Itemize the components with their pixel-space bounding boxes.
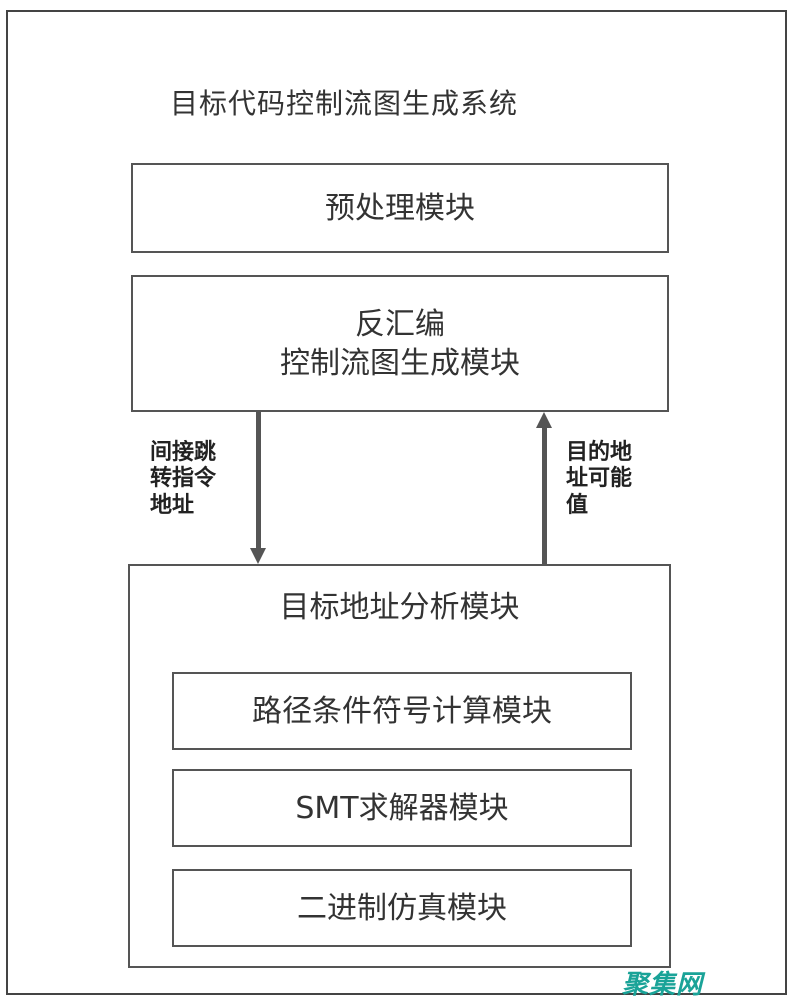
arrow-down-icon [250,548,266,564]
preprocess-module: 预处理模块 [131,163,669,253]
label-line: 址可能 [566,466,633,492]
target-address-label: 目的地 址可能 值 [566,440,646,519]
indirect-jump-label: 间接跳 转指令 地址 [150,440,230,519]
label-line: 目的地 [566,440,633,465]
indirect-jump-arrow [256,412,261,552]
label-line: 值 [566,492,589,518]
disasm-label-line2: 控制流图生成模块 [280,345,520,381]
watermark: 聚集网 [622,970,704,1000]
label-line: 地址 [150,492,195,518]
label-line: 转指令 [150,466,217,492]
submodule-label: 路径条件符号计算模块 [252,693,552,729]
disasm-label-line1: 反汇编 [355,306,445,342]
smt-solver-module: SMT求解器模块 [172,769,632,847]
target-address-analysis-module: 目标地址分析模块 路径条件符号计算模块 SMT求解器模块 二进制仿真模块 [128,564,671,968]
submodule-label: SMT求解器模块 [295,790,509,826]
arrow-up-icon [536,412,552,428]
submodule-label: 二进制仿真模块 [297,890,507,926]
path-condition-symbolic-module: 路径条件符号计算模块 [172,672,632,750]
target-analysis-label: 目标地址分析模块 [279,590,520,625]
label-line: 间接跳 [150,440,217,465]
system-title: 目标代码控制流图生成系统 [170,87,519,120]
system-boundary [6,10,787,995]
disassembly-cfg-module: 反汇编 控制流图生成模块 [131,275,669,412]
preprocess-module-label: 预处理模块 [325,190,475,226]
target-address-arrow [542,428,547,564]
binary-emulation-module: 二进制仿真模块 [172,869,632,947]
